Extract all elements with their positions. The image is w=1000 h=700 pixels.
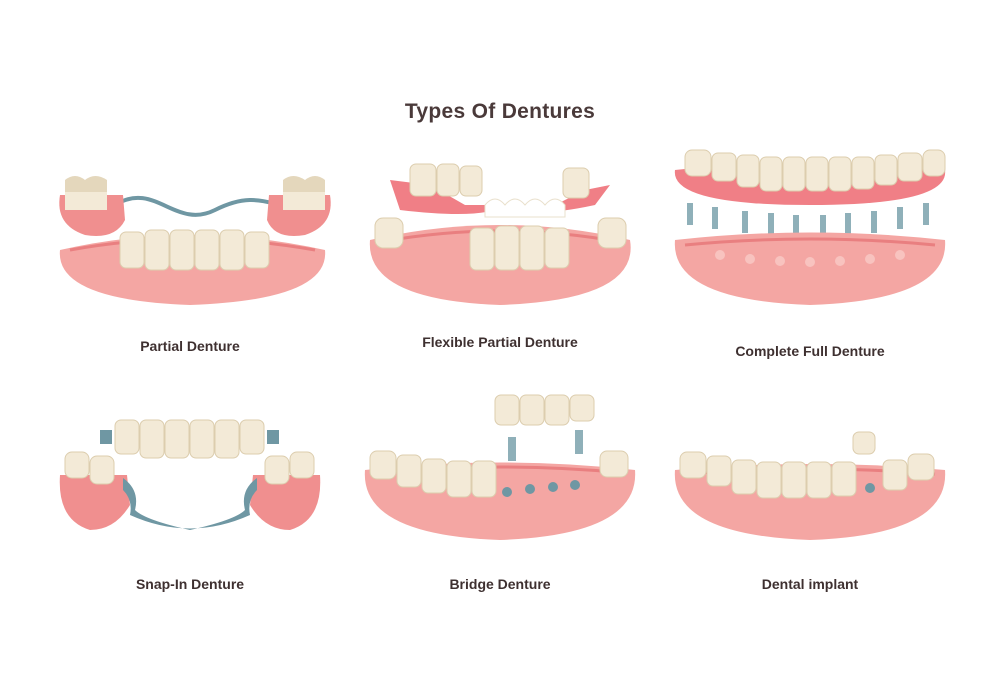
flexible-partial-denture-illustration (369, 163, 631, 305)
dental-implant-illustration (674, 431, 946, 540)
denture-label: Complete Full Denture (735, 343, 885, 359)
page-title: Types Of Dentures (404, 100, 596, 123)
bridge-denture-illustration (364, 394, 636, 540)
denture-snap-in: Snap-In Denture (45, 390, 335, 650)
partial-denture-illustration (59, 176, 331, 305)
denture-partial: Partial Denture (45, 150, 335, 410)
denture-flexible-partial: Flexible Partial Denture (355, 150, 645, 410)
denture-label: Dental implant (761, 576, 859, 592)
denture-label: Flexible Partial Denture (422, 334, 578, 350)
snap-in-denture-illustration (59, 419, 321, 530)
denture-complete-full: Complete Full Denture (665, 145, 955, 405)
denture-label: Partial Denture (140, 338, 240, 354)
complete-full-denture-illustration (674, 149, 946, 305)
denture-bridge: Bridge Denture (355, 385, 645, 645)
denture-label: Bridge Denture (449, 576, 551, 592)
denture-label: Snap-In Denture (135, 576, 245, 592)
denture-dental-implant: Dental implant (665, 390, 955, 650)
